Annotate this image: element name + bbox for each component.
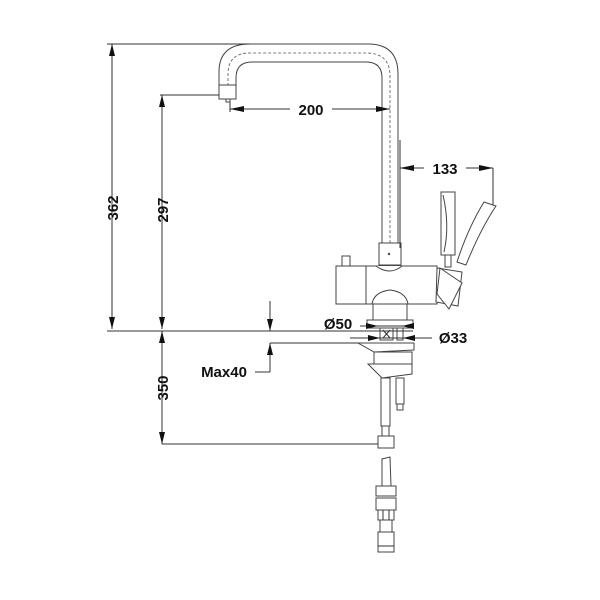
aerator bbox=[218, 84, 237, 100]
bracket bbox=[366, 363, 413, 379]
dim-base-diameter: Ø50 bbox=[107, 316, 414, 333]
rod bbox=[395, 377, 405, 405]
mounting-nut bbox=[373, 351, 413, 365]
dim-spout-height: 297 bbox=[155, 94, 219, 329]
body-neck bbox=[372, 303, 408, 321]
mounting-assembly bbox=[356, 319, 415, 449]
hose-nut-top bbox=[377, 435, 395, 449]
dim-spout-reach: 200 bbox=[229, 100, 390, 119]
lever-handles bbox=[435, 191, 497, 310]
dim-total-height: 362 bbox=[105, 43, 250, 329]
dim-hose-length: 350 bbox=[155, 331, 378, 445]
body-left-cap bbox=[335, 265, 367, 305]
dim-350-label: 350 bbox=[155, 375, 172, 400]
dim-deck-thickness: Max40 bbox=[201, 301, 358, 381]
dim-362-label: 362 bbox=[105, 195, 122, 220]
lever-upright bbox=[440, 191, 456, 256]
spout bbox=[218, 43, 399, 249]
dim-lever-reach: 133 bbox=[399, 140, 494, 248]
lever-angled bbox=[456, 201, 497, 266]
dim-200-label: 200 bbox=[298, 102, 323, 119]
dim-33-label: Ø33 bbox=[439, 330, 467, 347]
faucet-body bbox=[335, 242, 438, 321]
dim-hole-diameter: Ø33 bbox=[350, 330, 467, 347]
dim-50-label: Ø50 bbox=[324, 316, 352, 333]
mounting-washer bbox=[356, 342, 415, 353]
dim-max40-label: Max40 bbox=[201, 364, 247, 381]
dim-297-label: 297 bbox=[155, 197, 172, 222]
hose-upper bbox=[380, 377, 391, 427]
dim-133-label: 133 bbox=[432, 161, 457, 178]
hose-fitting bbox=[375, 456, 397, 553]
aerator-tip bbox=[225, 98, 231, 103]
